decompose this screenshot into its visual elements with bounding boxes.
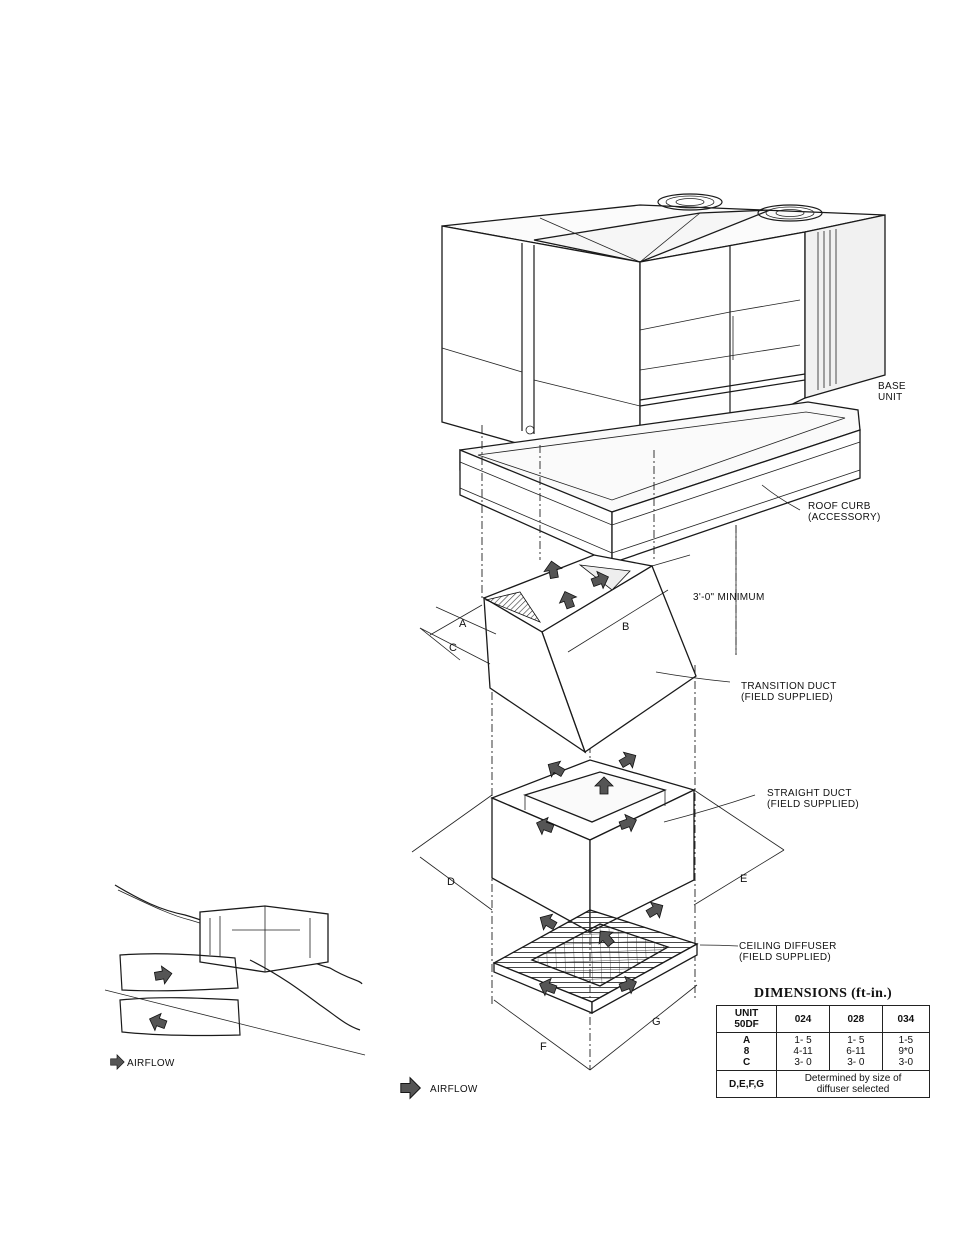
roof-curb-label: ROOF CURB: [808, 501, 871, 512]
dim-label-f: F: [540, 1041, 547, 1053]
col-028-c: 3- 0: [847, 1057, 865, 1068]
ceiling-diffuser-label-2: (FIELD SUPPLIED): [739, 952, 831, 963]
row-name-c: C: [742, 1057, 751, 1068]
airflow-arrow-icon: [146, 1010, 169, 1034]
fan-icon: [657, 193, 723, 211]
defg-note-line1: Determined by size of: [804, 1073, 902, 1084]
defg-label-cell: D,E,F,G: [715, 1070, 778, 1098]
col-024-cell: 1- 5 4-11 3- 0: [776, 1032, 830, 1071]
ceiling-diffuser: [492, 897, 699, 1015]
table-row: A 8 C 1- 5 4-11 3- 0 1- 5 6-11 3- 0 1-5 …: [715, 1032, 931, 1071]
transition-duct: [482, 554, 697, 754]
airflow-arrow-icon: [110, 1054, 125, 1070]
column-header-028: 028: [828, 1005, 883, 1033]
col-034-cell: 1-5 9*0 3-0: [881, 1032, 931, 1071]
dim-label-g: G: [652, 1016, 661, 1028]
dimensions-table-title: DIMENSIONS (ft-in.): [754, 986, 892, 1001]
defg-note-cell: Determined by size of diffuser selected: [776, 1070, 930, 1098]
col-028-a: 1- 5: [847, 1035, 865, 1046]
col-028-b: 6-11: [846, 1046, 866, 1057]
dimensions-table: UNIT 50DF 024 028 034 A 8 C 1- 5 4-11 3-…: [715, 1005, 931, 1098]
airflow-arrow-icon: [153, 964, 174, 986]
condenser-louvers: [817, 229, 837, 390]
col-028-cell: 1- 5 6-11 3- 0: [828, 1032, 883, 1071]
dimension-lines: [411, 484, 801, 1071]
defg-note-line2: diffuser selected: [816, 1084, 890, 1095]
transition-duct-label-2: (FIELD SUPPLIED): [741, 692, 833, 703]
dim-label-b: B: [622, 621, 629, 633]
column-header-034: 034: [881, 1005, 931, 1033]
airflow-legend-label: AIRFLOW: [430, 1084, 478, 1095]
col-024-a: 1- 5: [794, 1035, 812, 1046]
dim-label-c: C: [449, 642, 457, 654]
inset-airflow-label: AIRFLOW: [127, 1058, 175, 1069]
dim-label-a: A: [459, 618, 467, 630]
straight-duct-label-2: (FIELD SUPPLIED): [767, 799, 859, 810]
roof-curb: [459, 401, 861, 565]
unit-header-line2: 50DF: [734, 1019, 759, 1030]
row-name-b: 8: [743, 1046, 750, 1057]
dim-label-d: D: [447, 876, 455, 888]
col-024-b: 4-11: [793, 1046, 813, 1057]
column-header-024: 024: [776, 1005, 830, 1033]
row-name-a: A: [742, 1035, 751, 1046]
col-034-b: 9*0: [898, 1046, 914, 1057]
col-034-c: 3-0: [898, 1057, 914, 1068]
table-header-row: UNIT 50DF 024 028 034: [715, 1005, 931, 1033]
col-024-c: 3- 0: [794, 1057, 812, 1068]
airflow-arrow-icon: [400, 1077, 421, 1099]
roof-curb-label-2: (ACCESSORY): [808, 512, 881, 523]
transition-duct-label: TRANSITION DUCT: [741, 681, 837, 692]
unit-header-cell: UNIT 50DF: [715, 1005, 778, 1033]
straight-duct: [490, 747, 696, 934]
base-unit-label-2: UNIT: [878, 392, 903, 403]
minimum-clearance-label: 3'-0" MINIMUM: [693, 592, 765, 603]
base-unit-label: BASE: [878, 381, 906, 392]
table-row: D,E,F,G Determined by size of diffuser s…: [715, 1070, 930, 1098]
inset-illustration: AIRFLOW: [104, 884, 366, 1070]
fan-icon: [757, 204, 823, 222]
dim-label-e: E: [740, 873, 747, 885]
ceiling-diffuser-label: CEILING DIFFUSER: [739, 941, 837, 952]
airflow-legend: AIRFLOW: [400, 1077, 478, 1099]
col-034-a: 1-5: [898, 1035, 914, 1046]
dimensions-table-block: DIMENSIONS (ft-in.) UNIT 50DF 024 028 03…: [715, 986, 931, 1098]
unit-header-line1: UNIT: [734, 1008, 759, 1019]
row-names-cell: A 8 C: [715, 1032, 778, 1071]
straight-duct-label: STRAIGHT DUCT: [767, 788, 852, 799]
